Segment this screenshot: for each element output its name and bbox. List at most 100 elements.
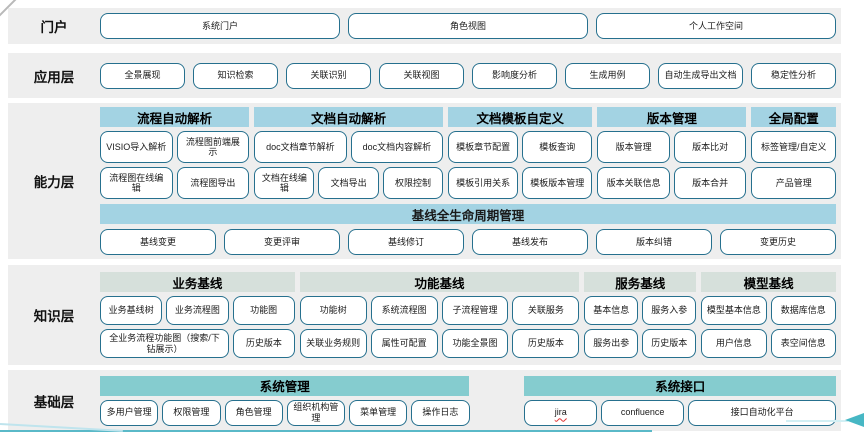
item-button: 文档导出 bbox=[318, 167, 379, 199]
layer-label: 能力层 bbox=[33, 175, 75, 190]
group-功能基线: 功能基线功能树系统流程图子流程管理关联服务关联业务规则属性可配置功能全景图历史版… bbox=[299, 272, 580, 358]
layer-label: 知识层 bbox=[33, 309, 75, 324]
button-row: 全景展现知识检索关联识别关联视图影响度分析生成用例自动生成导出文档稳定性分析 bbox=[100, 62, 836, 89]
item-button: 流程图在线编辑 bbox=[100, 167, 173, 199]
item-button: 数据库信息 bbox=[770, 296, 836, 325]
item-button: 基线修订 bbox=[348, 229, 464, 255]
item-button: 用户信息 bbox=[701, 329, 767, 358]
layer-band-portal: 门户系统门户角色视图个人工作空间 bbox=[8, 8, 841, 44]
group-button-row: 用户信息表空间信息 bbox=[701, 329, 836, 358]
item-button: 变更历史 bbox=[720, 229, 836, 255]
item-button: 文档在线编辑 bbox=[254, 167, 315, 199]
group-header: 业务基线 bbox=[100, 272, 295, 292]
group-button-row: 功能树系统流程图子流程管理关联服务 bbox=[299, 296, 580, 325]
item-button: 关联服务 bbox=[512, 296, 580, 325]
item-button: 权限管理 bbox=[162, 399, 221, 426]
item-button: 功能全景图 bbox=[441, 329, 509, 358]
group-header: 流程自动解析 bbox=[100, 107, 250, 127]
item-button: 角色视图 bbox=[348, 13, 588, 39]
group-button-row: 业务基线树业务流程图功能图 bbox=[100, 296, 295, 325]
layer-content: 全景展现知识检索关联识别关联视图影响度分析生成用例自动生成导出文档稳定性分析 bbox=[100, 53, 841, 98]
item-button: 个人工作空间 bbox=[596, 13, 836, 39]
item-button: 菜单管理 bbox=[349, 399, 408, 426]
item-button: 影响度分析 bbox=[472, 62, 557, 89]
item-button: 流程图导出 bbox=[176, 167, 250, 199]
item-button: 历史版本 bbox=[233, 329, 295, 358]
group-button-row: 模板引用关系模板版本管理 bbox=[448, 167, 593, 199]
group-button-row: 全业务流程功能图（搜索/下钻展示）历史版本 bbox=[100, 329, 295, 358]
group-header: 服务基线 bbox=[584, 272, 697, 292]
group-服务基线: 服务基线基本信息服务入参服务出参历史版本 bbox=[584, 272, 697, 358]
group-业务基线: 业务基线业务基线树业务流程图功能图全业务流程功能图（搜索/下钻展示）历史版本 bbox=[100, 272, 295, 358]
item-button: 权限控制 bbox=[382, 167, 444, 199]
item-button: 多用户管理 bbox=[100, 399, 159, 426]
group-文档模板自定义: 文档模板自定义模板章节配置模板查询模板引用关系模板版本管理 bbox=[448, 107, 593, 199]
item-button: 模型基本信息 bbox=[701, 296, 767, 325]
group-header: 文档模板自定义 bbox=[448, 107, 593, 127]
item-button: 自动生成导出文档 bbox=[658, 62, 743, 89]
item-button: 关联视图 bbox=[379, 62, 464, 89]
item-button: 子流程管理 bbox=[441, 296, 509, 325]
item-button: 生成用例 bbox=[565, 62, 650, 89]
item-button: 版本比对 bbox=[673, 131, 747, 163]
item-button: 版本合并 bbox=[673, 167, 747, 199]
item-button: 属性可配置 bbox=[370, 329, 438, 358]
item-button: 全景展现 bbox=[100, 62, 185, 89]
item-button: doc文档内容解析 bbox=[350, 131, 444, 163]
item-button: 功能树 bbox=[299, 296, 367, 325]
layer-band-knowledge: 知识层 业务基线业务基线树业务流程图功能图全业务流程功能图（搜索/下钻展示）历史版… bbox=[8, 265, 841, 365]
item-button: 关联业务规则 bbox=[299, 329, 367, 358]
item-button: jira bbox=[524, 399, 598, 426]
item-button: 系统流程图 bbox=[370, 296, 438, 325]
group-button-row: 文档在线编辑文档导出权限控制 bbox=[254, 167, 444, 199]
layer-band-application: 应用层 全景展现知识检索关联识别关联视图影响度分析生成用例自动生成导出文档稳定性分… bbox=[8, 53, 841, 98]
item-button: 基线发布 bbox=[472, 229, 588, 255]
item-button: 服务入参 bbox=[642, 296, 697, 325]
button-row: 系统门户角色视图个人工作空间 bbox=[100, 13, 836, 39]
item-button: 知识检索 bbox=[193, 62, 278, 89]
group-流程自动解析: 流程自动解析 VISIO导入解析流程图前端展示流程图在线编辑流程图导出 bbox=[100, 107, 250, 199]
item-button: 功能图 bbox=[232, 296, 295, 325]
group-button-row: 产品管理 bbox=[751, 167, 836, 199]
group-header: 功能基线 bbox=[299, 272, 580, 292]
item-button: 产品管理 bbox=[751, 167, 836, 199]
group-button-row: 模板章节配置模板查询 bbox=[448, 131, 593, 163]
layer-content: 系统门户角色视图个人工作空间 bbox=[100, 8, 841, 44]
group-button-row: 流程图在线编辑流程图导出 bbox=[100, 167, 250, 199]
group-button-row: 版本关联信息版本合并 bbox=[597, 167, 747, 199]
bottom-accent-line bbox=[0, 430, 652, 432]
item-button: 组织机构管理 bbox=[286, 399, 345, 426]
group-button-row: 基本信息服务入参 bbox=[584, 296, 697, 325]
group-button-row: 模型基本信息数据库信息 bbox=[701, 296, 836, 325]
layer-label: 应用层 bbox=[33, 69, 75, 85]
item-button: 模板版本管理 bbox=[522, 167, 593, 199]
group-版本管理: 版本管理版本管理版本比对版本关联信息版本合并 bbox=[597, 107, 747, 199]
layer-stack: 门户系统门户角色视图个人工作空间应用层 全景展现知识检索关联识别关联视图影响度分析… bbox=[0, 8, 865, 431]
item-button: doc文档章节解析 bbox=[254, 131, 347, 163]
item-button: 操作日志 bbox=[411, 399, 470, 426]
item-button: VISIO导入解析 bbox=[100, 131, 173, 163]
item-button: 模板引用关系 bbox=[448, 167, 519, 199]
group-模型基线: 模型基线模型基本信息数据库信息用户信息表空间信息 bbox=[701, 272, 836, 358]
item-button: 基线变更 bbox=[100, 229, 216, 255]
item-button: 模板章节配置 bbox=[448, 131, 519, 163]
baseline-section-header: 基线全生命周期管理 bbox=[100, 204, 836, 224]
group-button-row: 多用户管理权限管理角色管理组织机构管理菜单管理操作日志 bbox=[100, 399, 470, 426]
item-button: 关联识别 bbox=[286, 62, 371, 89]
item-button: 表空间信息 bbox=[770, 329, 836, 358]
group-button-row: VISIO导入解析流程图前端展示 bbox=[100, 131, 250, 163]
item-button: 稳定性分析 bbox=[751, 62, 836, 89]
item-button: confluence bbox=[601, 399, 685, 426]
item-button: 服务出参 bbox=[584, 329, 639, 358]
baseline-button-row: 基线变更变更评审基线修订基线发布版本纠错变更历史 bbox=[100, 229, 836, 255]
group-header: 全局配置 bbox=[751, 107, 836, 127]
item-button: 模板查询 bbox=[522, 131, 593, 163]
item-button: 业务基线树 bbox=[100, 296, 163, 325]
layer-label: 基础层 bbox=[33, 394, 75, 410]
